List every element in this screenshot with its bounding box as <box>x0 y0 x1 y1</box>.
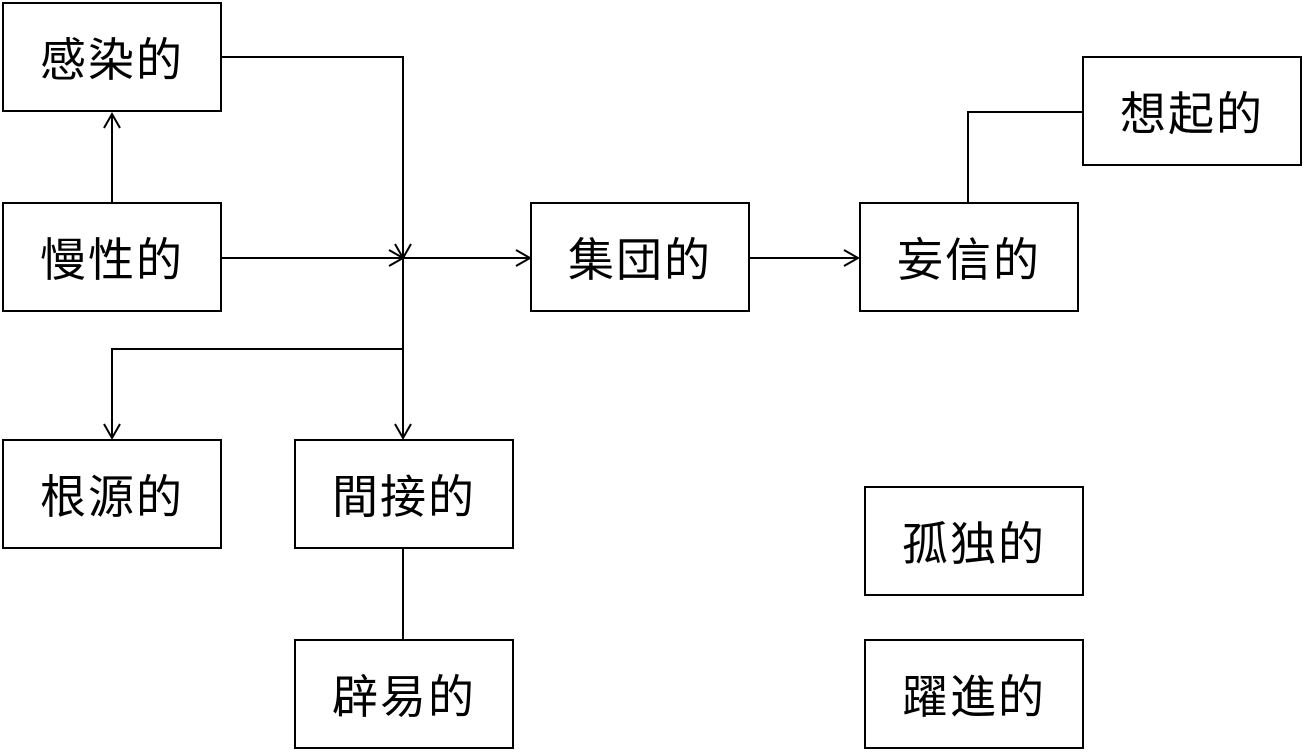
node-hekieki: 辟易的 <box>294 639 514 749</box>
node-kodoku: 孤独的 <box>864 486 1084 596</box>
edge-kansen-to-junction <box>222 56 404 258</box>
node-yakushin: 躍進的 <box>864 639 1084 749</box>
arrowhead-kongen <box>103 423 121 441</box>
arrowhead-kansetsu <box>394 423 412 441</box>
edge-junction-to-kongen <box>111 348 403 438</box>
edge-moushin-souki <box>967 111 1082 202</box>
node-souki: 想起的 <box>1082 56 1302 166</box>
node-kongen: 根源的 <box>2 439 222 549</box>
node-kansetsu: 間接的 <box>294 439 514 549</box>
node-shudan: 集団的 <box>530 202 750 312</box>
arrowhead-kansen <box>103 111 121 129</box>
node-kansen: 感染的 <box>2 2 222 112</box>
node-moushin: 妄信的 <box>859 202 1079 312</box>
arrowhead-moushin <box>843 249 861 267</box>
node-mansei: 慢性的 <box>2 202 222 312</box>
